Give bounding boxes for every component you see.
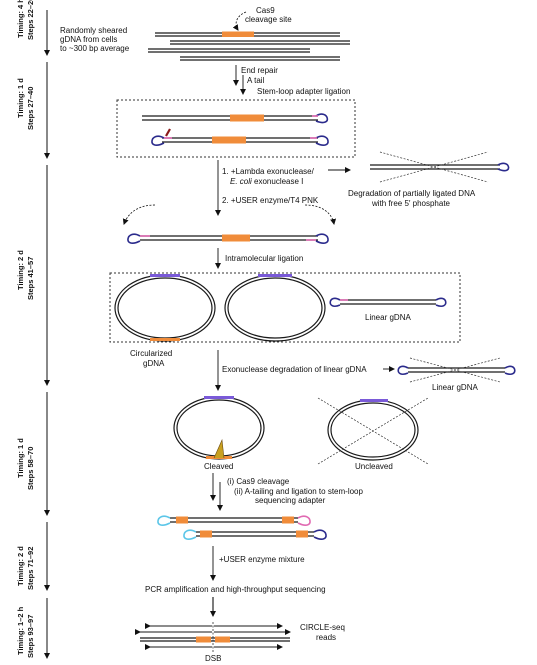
timing-label-4: Timing: 1 d [16, 438, 25, 478]
intramolecular-label: Intramolecular ligation [225, 254, 303, 263]
timeline-segment-2: Timing: 1 d Steps 27–40 [16, 62, 50, 159]
linear-gdna-in-box [329, 297, 447, 308]
genomic-dna-track [140, 622, 290, 652]
uncleaved-label: Uncleaved [355, 462, 393, 471]
circle-2 [224, 274, 326, 342]
a-tail-label: A tail [247, 76, 265, 85]
dsb-label: DSB [205, 654, 221, 663]
circle-seq-reads-line-1: CIRCLE-seq [300, 623, 345, 632]
exo-line-2-rest: exonuclease I [252, 177, 304, 186]
circle-1 [114, 274, 216, 342]
sheared-line-2: gDNA from cells [60, 35, 117, 44]
end-repair-label: End repair [241, 66, 278, 75]
steps-label-3: Steps 41–57 [26, 257, 35, 300]
steps-label-1: Steps 22–26 [26, 0, 35, 40]
timeline-segment-4: Timing: 1 d Steps 58–70 [16, 392, 50, 516]
adapter-ligated-fragment-1 [157, 515, 311, 526]
cas9-cleavage-step-2b: sequencing adapter [255, 496, 326, 505]
linear-gdna-label: Linear gDNA [365, 313, 411, 322]
linear-degradation-section: Circularized gDNA Exonuclease degradatio… [130, 349, 516, 392]
timing-label-3: Timing: 2 d [16, 250, 25, 290]
timing-label-1: Timing: 4 h [16, 0, 25, 38]
degraded-fragment [370, 151, 510, 183]
cas9-site-pointer [232, 11, 247, 31]
stem-loop-ligation-label: Stem-loop adapter ligation [257, 87, 350, 96]
timeline-segment-6: Timing: 1–2 h Steps 93–97 [16, 598, 50, 659]
steps-label-5: Steps 71–92 [26, 547, 35, 590]
cleaved-label: Cleaved [204, 462, 233, 471]
degraded-linear-gdna [397, 357, 516, 383]
exo-line-2: E. coli exonuclease I [230, 177, 303, 186]
sequencing-adapter-section: (i) Cas9 cleavage (ii) A-tailing and lig… [157, 473, 364, 540]
sheared-line-3: to ~300 bp average [60, 44, 130, 53]
user-mixture-label: +USER enzyme mixture [219, 555, 305, 564]
circle-seq-reads-line-2: reads [316, 633, 336, 642]
steps-label-4: Steps 58–70 [26, 447, 35, 490]
adapter-ligation-section: End repair A tail Stem-loop adapter liga… [116, 65, 356, 158]
circularized-line-2: gDNA [143, 359, 165, 368]
sheared-line-1: Randomly sheared [60, 26, 127, 35]
reads-section: CIRCLE-seq reads DSB [135, 622, 345, 663]
cas9-site-band [222, 31, 254, 37]
timeline-segment-5: Timing: 2 d Steps 71–92 [16, 522, 50, 591]
exonuclease-linear-label: Exonuclease degradation of linear gDNA [222, 365, 367, 374]
circularized-box [109, 272, 461, 343]
fragment-one-adapter [142, 113, 329, 124]
adapter-ligated-fragment-2 [183, 529, 327, 540]
timing-label-6: Timing: 1–2 h [16, 606, 25, 655]
ligation-products-box [116, 99, 356, 158]
cas9-cleavage-step-1: (i) Cas9 cleavage [227, 477, 290, 486]
fragment-two-adapters [151, 128, 329, 146]
timeline-segment-3: Timing: 2 d Steps 41–57 [16, 165, 50, 386]
circularized-line-1: Circularized [130, 349, 172, 358]
exo-line-1: 1. +Lambda exonuclease/ [222, 167, 315, 176]
linear-gdna-label-2: Linear gDNA [432, 383, 478, 392]
steps-label-6: Steps 93–97 [26, 615, 35, 658]
exo-line-2-italic: E. coli [230, 177, 252, 186]
circularization-section: Intramolecular ligation Linear gDNA [109, 248, 461, 343]
cas9-site-line-2: cleavage site [245, 15, 292, 24]
timeline-segment-1: Timing: 4 h Steps 22–26 [16, 0, 50, 56]
exonuclease-section: 1. +Lambda exonuclease/ E. coli exonucle… [122, 151, 510, 244]
uncleaved-circle [317, 397, 429, 465]
timeline: Timing: 4 h Steps 22–26 Timing: 1 d Step… [16, 0, 50, 659]
timing-label-2: Timing: 1 d [16, 78, 25, 118]
cleaved-circle [173, 396, 265, 460]
user-treated-fragment [122, 204, 337, 244]
cas9-cleavage-section: Cleaved Uncleaved [173, 396, 429, 471]
degradation-line-1: Degradation of partially ligated DNA [348, 189, 476, 198]
cas9-site-line-1: Cas9 [256, 6, 275, 15]
pcr-label: PCR amplification and high-throughput se… [145, 585, 326, 594]
cas9-cleavage-step-2a: (ii) A-tailing and ligation to stem-loop [234, 487, 364, 496]
exo-line-3: 2. +USER enzyme/T4 PNK [222, 196, 319, 205]
steps-label-2: Steps 27–40 [26, 87, 35, 130]
user-mixture-section: +USER enzyme mixture PCR amplification a… [145, 546, 326, 617]
timing-label-5: Timing: 2 d [16, 546, 25, 586]
sheared-gdna-section: Randomly sheared gDNA from cells to ~300… [60, 6, 350, 61]
sheared-fragments [148, 32, 350, 61]
degradation-line-2: with free 5′ phosphate [371, 199, 451, 208]
